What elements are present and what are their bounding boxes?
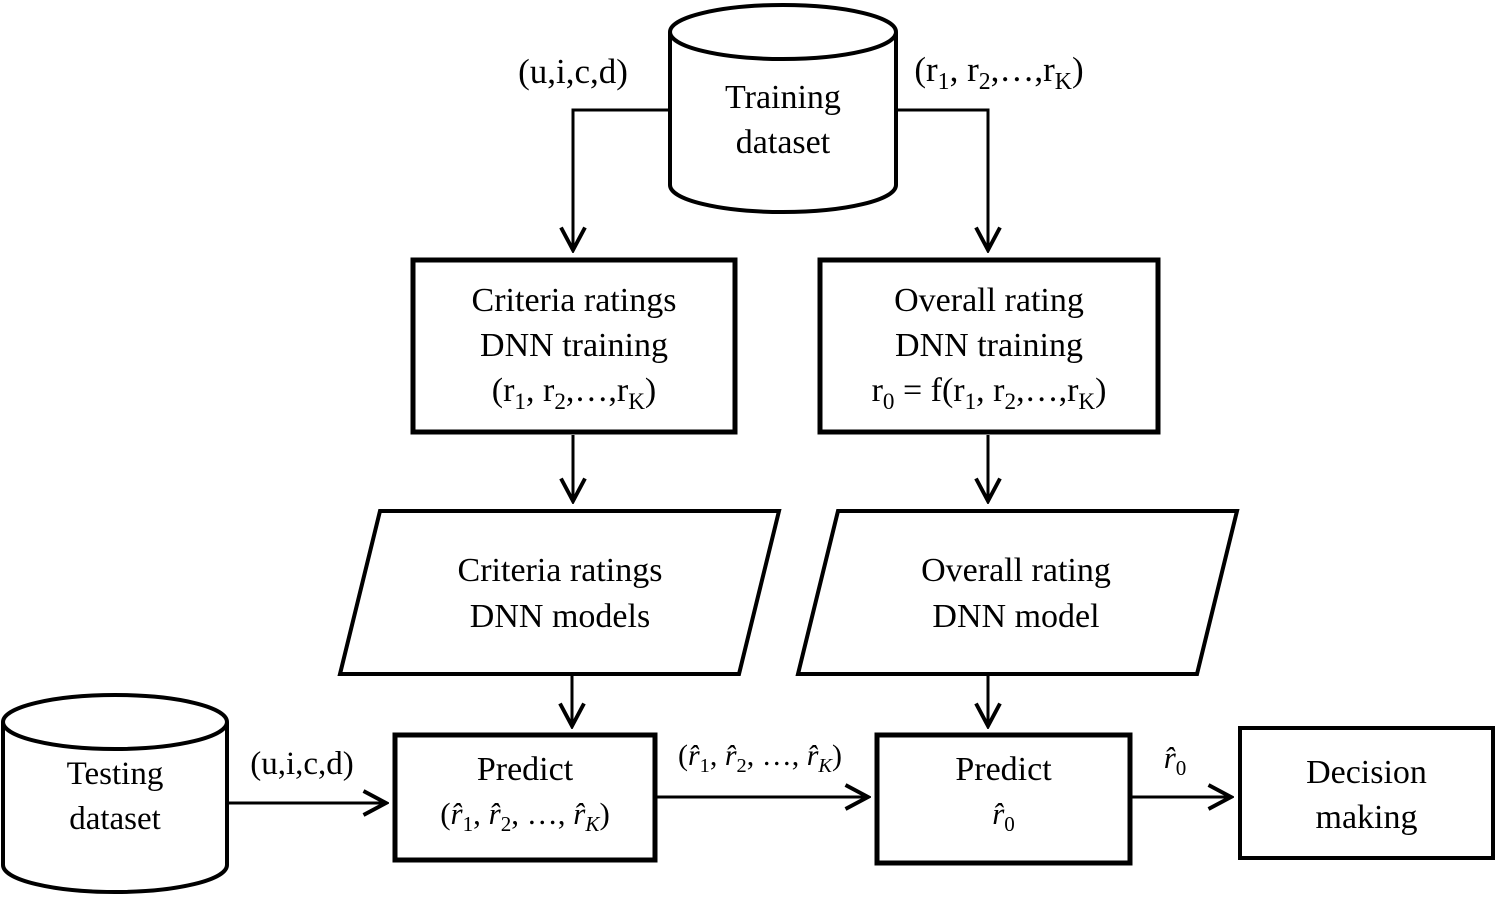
overall-model-parallelogram	[795, 509, 1240, 676]
training-dataset-cylinder	[668, 3, 898, 214]
decision-making-box	[1238, 726, 1495, 860]
testing-dataset-cylinder	[0, 693, 229, 894]
decision-making-label: Decision making	[1306, 754, 1427, 836]
predict-overall-label: Predict r̂0	[955, 751, 1052, 837]
overall-model-label: Overall rating DNN model	[921, 552, 1111, 635]
edge-label-train-ratings: (r1, r2,…,rK)	[914, 50, 1084, 95]
edge-label-test-input: (u,i,c,d)	[250, 746, 354, 782]
overall-training-box	[817, 257, 1161, 435]
criteria-models-parallelogram	[337, 509, 782, 676]
predict-criteria-label: Predict (r̂1, r̂2, …, r̂K)	[440, 751, 610, 837]
testing-dataset-label: Testing dataset	[66, 756, 164, 837]
arrow-training-to-overall-training	[896, 108, 988, 250]
training-dataset-label: Training dataset	[725, 79, 841, 161]
criteria-models-label: Criteria ratings DNN models	[457, 552, 663, 635]
arrow-training-to-criteria-training	[573, 108, 670, 250]
edge-label-predicted-overall: r̂0	[1163, 740, 1187, 781]
criteria-training-box	[410, 257, 738, 435]
predict-overall-box	[874, 732, 1133, 866]
criteria-training-label: Criteria ratings DNN training (r1, r2,…,…	[471, 282, 677, 415]
edge-label-predicted-criteria: (r̂1, r̂2, …, r̂K)	[677, 739, 843, 777]
overall-training-label: Overall rating DNN training r0 = f(r1, r…	[871, 282, 1107, 415]
edge-label-train-input: (u,i,c,d)	[518, 52, 628, 91]
predict-criteria-box	[392, 732, 658, 863]
